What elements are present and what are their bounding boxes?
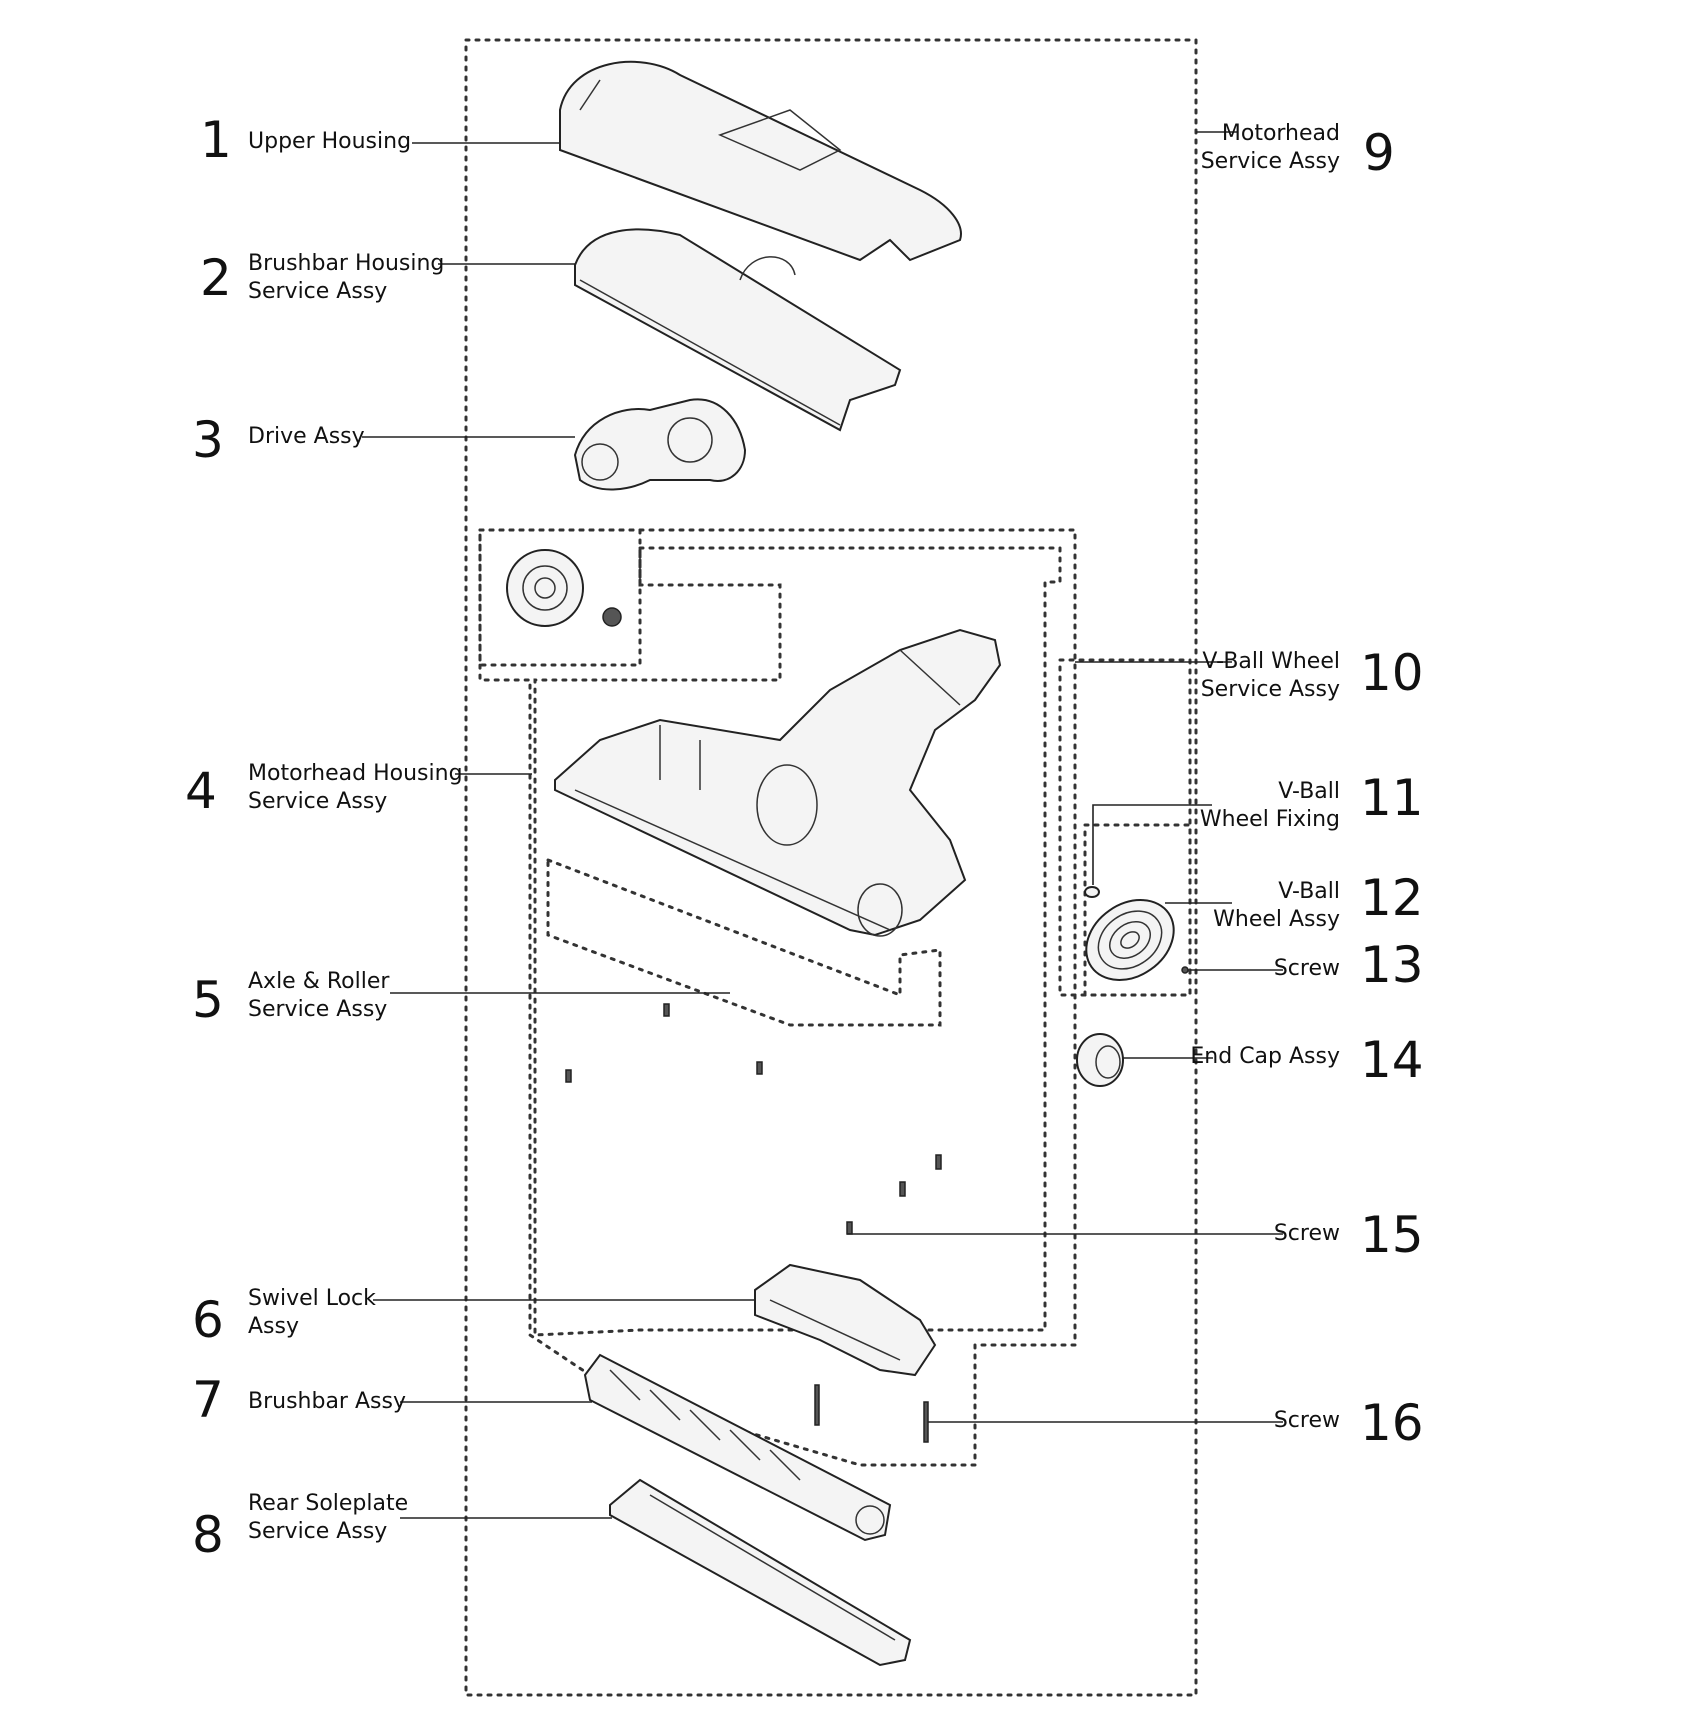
screw-13-part (1181, 966, 1189, 974)
callout-number-9: 9 (1363, 124, 1395, 182)
loose-screws (565, 1003, 942, 1443)
v-ball-wheel-inner-box (1083, 823, 1192, 997)
callout-label-3: Drive Assy (248, 424, 365, 449)
callout-label-16: Screw (1273, 1408, 1340, 1433)
callout-number-10: 10 (1360, 644, 1424, 702)
callout-number-5: 5 (192, 971, 224, 1029)
callout-number-4: 4 (185, 762, 217, 820)
axle-roller-box (546, 857, 942, 1027)
callout-number-3: 3 (192, 411, 224, 469)
callout-number-15: 15 (1360, 1206, 1424, 1264)
callout-label-13: Screw (1273, 956, 1340, 981)
small-wheel-subassy-box (478, 528, 642, 667)
callout-number-16: 16 (1360, 1394, 1424, 1452)
swivel-lock-part (754, 1263, 937, 1377)
drive-assy-part (573, 398, 747, 491)
end-cap-part (1076, 1033, 1124, 1087)
callout-label-15: Screw (1273, 1221, 1340, 1246)
callout-label-7: Brushbar Assy (248, 1389, 406, 1414)
upper-housing-part (559, 60, 962, 262)
motorhead-housing-part (554, 628, 1002, 937)
callout-number-8: 8 (192, 1506, 224, 1564)
v-ball-wheel-fixing-part (1084, 886, 1100, 898)
callout-number-13: 13 (1360, 936, 1424, 994)
v-ball-wheel-part (1085, 899, 1175, 981)
v-ball-wheel-small-part (506, 549, 622, 627)
callout-number-6: 6 (192, 1291, 224, 1349)
callout-number-14: 14 (1360, 1031, 1424, 1089)
callout-number-12: 12 (1360, 869, 1424, 927)
callout-number-7: 7 (192, 1371, 224, 1429)
callout-number-2: 2 (200, 249, 232, 307)
brushbar-part (583, 1353, 892, 1542)
motorhead-service-assy-box (464, 38, 1198, 1697)
leader-lines (362, 131, 1283, 1519)
brushbar-housing-part (574, 228, 902, 432)
rear-soleplate-part (609, 1478, 912, 1667)
callout-label-14: End Cap Assy (1190, 1044, 1340, 1069)
callout-label-1: Upper Housing (248, 129, 412, 154)
callout-number-11: 11 (1360, 769, 1424, 827)
callout-number-1: 1 (200, 111, 232, 169)
